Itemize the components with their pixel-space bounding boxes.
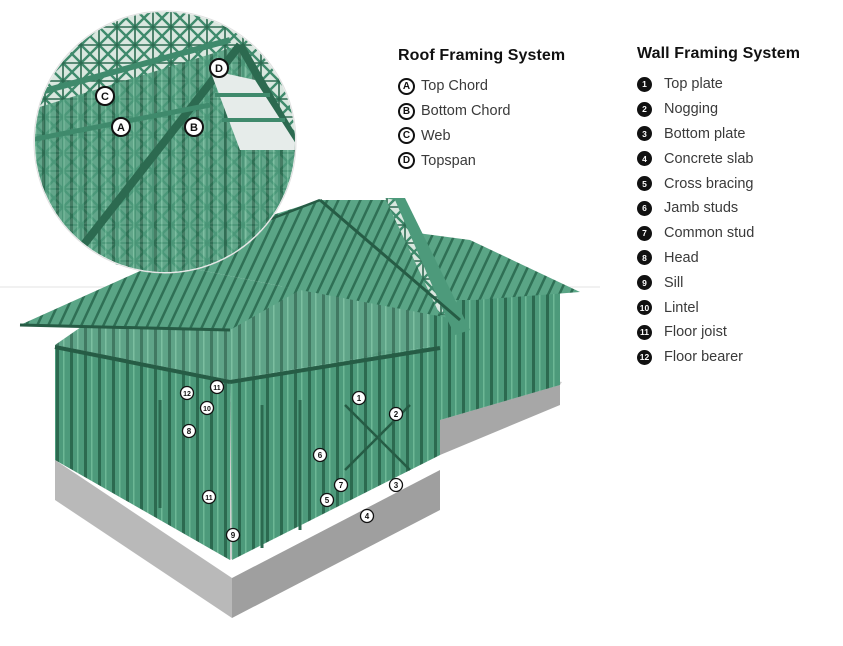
legend-item-bottom-plate: 3 Bottom plate (637, 122, 800, 147)
legend-item-topspan: D Topspan (398, 148, 565, 173)
svg-text:B: B (190, 122, 198, 134)
svg-text:10: 10 (203, 406, 211, 413)
svg-text:11: 11 (205, 495, 213, 502)
marker-12: 12 (179, 385, 195, 401)
legend-label: Common stud (664, 225, 755, 242)
svg-text:2: 2 (394, 410, 399, 419)
legend-item-sill: 9 Sill (637, 270, 800, 295)
badge-3: 3 (637, 126, 652, 142)
legend-label: Bottom Chord (421, 103, 511, 120)
legend-label: Topspan (421, 152, 476, 169)
legend-item-concrete-slab: 4 Concrete slab (637, 146, 800, 171)
legend-label: Top plate (664, 76, 723, 93)
marker-3: 3 (388, 477, 404, 493)
legend-label: Nogging (664, 101, 719, 118)
svg-text:5: 5 (325, 496, 330, 505)
legend-label: Lintel (664, 299, 699, 316)
marker-5: 5 (319, 492, 335, 508)
wall-legend-title: Wall Framing System (637, 45, 801, 62)
legend-item-bottom-chord: B Bottom Chord (398, 99, 565, 124)
legend-item-lintel: 10 Lintel (637, 295, 800, 320)
marker-c: C (95, 86, 115, 106)
svg-text:D: D (215, 63, 223, 75)
marker-1: 1 (351, 390, 367, 406)
svg-text:9: 9 (231, 531, 236, 540)
badge-c: C (398, 127, 415, 145)
legend-label: Floor joist (664, 324, 727, 341)
svg-text:A: A (117, 122, 125, 134)
badge-11: 11 (637, 324, 652, 340)
legend-item-jamb-studs: 6 Jamb studs (637, 196, 800, 221)
marker-2: 2 (388, 406, 404, 422)
svg-text:1: 1 (357, 394, 362, 403)
legend-item-nogging: 2 Nogging (637, 97, 800, 122)
marker-a: A (111, 117, 131, 137)
diagram-markers: 1 2 3 4 5 6 7 8 9 10 11 12 11 (179, 379, 404, 543)
badge-1: 1 (637, 76, 652, 92)
badge-b: B (398, 102, 415, 120)
svg-text:7: 7 (339, 481, 344, 490)
badge-d: D (398, 152, 415, 170)
legend-item-floor-joist: 11 Floor joist (637, 320, 800, 345)
badge-8: 8 (637, 250, 652, 266)
marker-7: 7 (333, 477, 349, 493)
legend-label: Bottom plate (664, 125, 746, 142)
legend-label: Jamb studs (664, 200, 739, 217)
legend-item-top-plate: 1 Top plate (637, 72, 800, 97)
svg-text:4: 4 (365, 512, 370, 521)
marker-b: B (184, 117, 204, 137)
legend-label: Web (421, 127, 451, 144)
marker-d: D (209, 58, 229, 78)
legend-label: Head (664, 249, 699, 266)
svg-text:11: 11 (213, 385, 221, 392)
svg-text:8: 8 (187, 427, 192, 436)
badge-7: 7 (637, 225, 652, 241)
svg-text:3: 3 (394, 481, 399, 490)
legend-item-floor-bearer: 12 Floor bearer (637, 345, 800, 370)
badge-4: 4 (637, 151, 652, 167)
badge-a: A (398, 77, 415, 95)
legend-item-head: 8 Head (637, 246, 800, 271)
marker-6: 6 (312, 447, 328, 463)
badge-9: 9 (637, 275, 652, 291)
badge-10: 10 (637, 300, 652, 316)
wall-framing-legend: Wall Framing System 1 Top plate 2 Noggin… (637, 45, 800, 370)
badge-12: 12 (637, 349, 652, 365)
svg-text:12: 12 (183, 391, 191, 398)
badge-5: 5 (637, 176, 652, 192)
roof-legend-title: Roof Framing System (398, 47, 566, 64)
legend-label: Cross bracing (664, 175, 754, 192)
legend-label: Sill (664, 274, 684, 291)
svg-text:C: C (101, 91, 109, 103)
detail-markers: D C A B (95, 58, 229, 137)
marker-11-lower: 11 (201, 489, 217, 505)
svg-text:6: 6 (318, 451, 323, 460)
legend-item-cross-bracing: 5 Cross bracing (637, 171, 800, 196)
marker-8: 8 (181, 423, 197, 439)
marker-4: 4 (359, 508, 375, 524)
roof-framing-legend: Roof Framing System A Top Chord B Bottom… (398, 47, 565, 173)
legend-label: Top Chord (421, 78, 488, 95)
marker-11-upper: 11 (209, 379, 225, 395)
roof-frame (19, 198, 470, 335)
legend-item-common-stud: 7 Common stud (637, 221, 800, 246)
legend-label: Floor bearer (664, 349, 743, 366)
badge-2: 2 (637, 101, 652, 117)
legend-item-web: C Web (398, 124, 565, 149)
badge-6: 6 (637, 200, 652, 216)
legend-item-top-chord: A Top Chord (398, 74, 565, 99)
legend-label: Concrete slab (664, 150, 754, 167)
marker-9: 9 (225, 527, 241, 543)
marker-10: 10 (199, 400, 215, 416)
